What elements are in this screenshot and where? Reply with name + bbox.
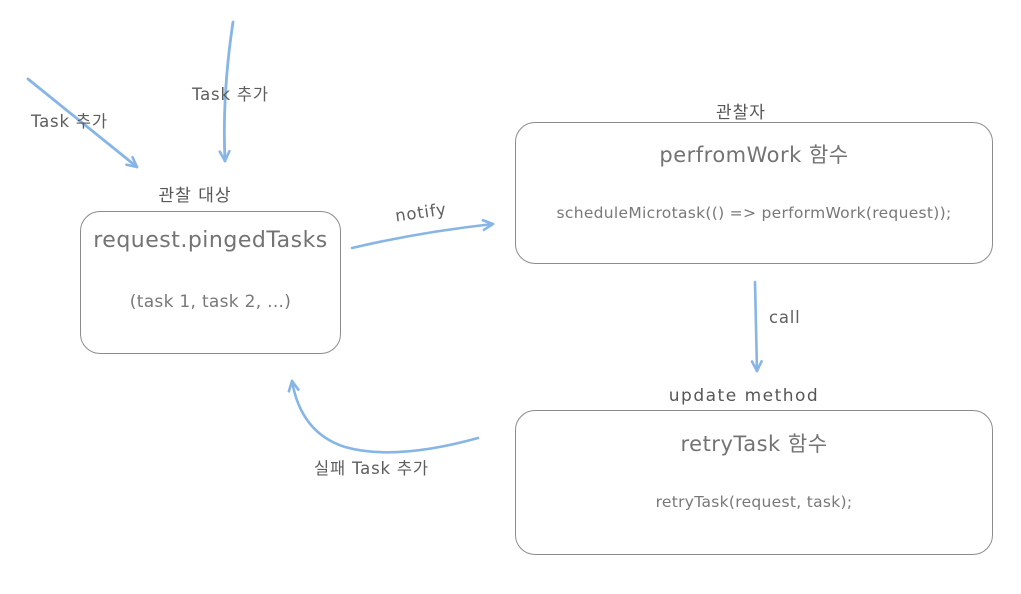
node-title-update-method: retryTask 함수: [680, 432, 828, 456]
node-body-update-method: retryTask(request, task);: [655, 493, 853, 511]
edge-label-notify: notify: [393, 199, 448, 226]
edge-label-add-task-diagonal: Task 추가: [31, 112, 108, 131]
node-body-observed-target: (task 1, task 2, ...): [129, 292, 292, 312]
node-box-observed-target: request.pingedTasks (task 1, task 2, ...…: [80, 211, 341, 354]
edge-label-add-task-vertical: Task 추가: [192, 85, 269, 104]
node-body-observer: scheduleMicrotask(() => performWork(requ…: [556, 204, 952, 222]
arrow-call: [750, 280, 763, 373]
node-caption-observer: 관찰자: [716, 103, 766, 123]
node-box-update-method: retryTask 함수 retryTask(request, task);: [515, 410, 993, 555]
edge-label-failed-task-add: 실패 Task 추가: [314, 459, 429, 478]
node-caption-observed-target: 관찰 대상: [158, 186, 232, 206]
node-title-observer: perfromWork 함수: [659, 143, 849, 167]
arrow-notify: [350, 218, 495, 250]
arrow-failed-task: [287, 379, 480, 454]
node-caption-update-method: update method: [668, 386, 820, 406]
node-box-observer: perfromWork 함수 scheduleMicrotask(() => p…: [515, 122, 993, 264]
edge-label-call: call: [769, 308, 801, 327]
node-title-observed-target: request.pingedTasks: [93, 228, 328, 253]
